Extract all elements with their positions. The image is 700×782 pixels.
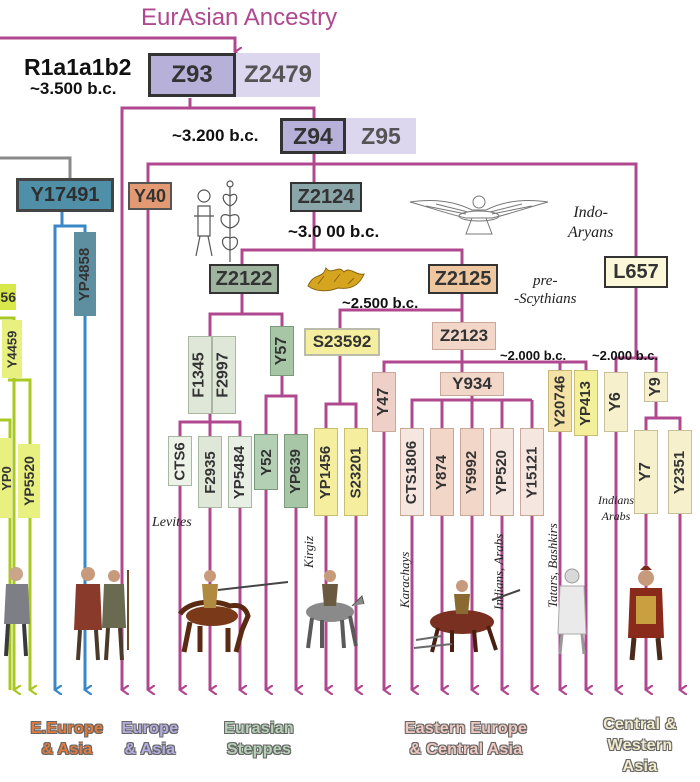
node-yp520-label: YP520 <box>493 449 511 495</box>
label-indo-aryans: Indo- Aryans <box>568 204 614 241</box>
region-eurasian-steppes: Eurasian Steppes <box>224 720 294 758</box>
node-y47-label: Y47 <box>375 387 392 417</box>
node-f2935: F2935 <box>198 436 222 508</box>
node-y874-label: Y874 <box>433 454 451 490</box>
node-y5992-label: Y5992 <box>463 450 481 494</box>
node-yp413: YP413 <box>574 370 598 436</box>
node-yp413-label: YP413 <box>577 380 595 426</box>
label-pre-scythians: pre- -Scythians <box>514 273 577 307</box>
node-z94: Z94 <box>280 118 346 154</box>
node-left-y4459: Y4459 <box>2 320 22 378</box>
node-y20746: Y20746 <box>548 370 572 432</box>
warrior-illustration-central-asia <box>628 566 664 661</box>
node-cts6: CTS6 <box>168 436 192 486</box>
node-y15121-label: Y15121 <box>523 446 541 498</box>
node-f1345: F1345 <box>188 336 212 414</box>
label-levites: Levites <box>152 515 192 530</box>
node-yp639: YP639 <box>284 434 308 508</box>
warriors-illustration-europe <box>74 567 129 661</box>
warriors-illustration-left <box>4 567 30 657</box>
node-f2935-label: F2935 <box>201 450 219 494</box>
node-z2124: Z2124 <box>290 182 362 212</box>
region-e-europe-asia: E.Europe & Asia <box>30 720 104 758</box>
figure-illustration-tatars <box>557 568 587 655</box>
label-karachays: Karachays <box>397 551 412 608</box>
node-yp5484-label: YP5484 <box>231 445 249 499</box>
node-f2997: F2997 <box>212 336 236 414</box>
golden-artifact-illustration <box>307 266 365 292</box>
battle-illustration-karachays <box>413 580 521 653</box>
node-y47: Y47 <box>372 372 396 432</box>
node-y874: Y874 <box>430 428 454 516</box>
faravahar-illustration <box>409 195 549 235</box>
node-y5992: Y5992 <box>460 428 484 516</box>
node-y7-label: Y7 <box>636 462 654 482</box>
node-s23201-label: S23201 <box>347 446 365 498</box>
node-y7: Y7 <box>634 430 658 514</box>
tree-of-life-illustration <box>194 180 240 262</box>
l657-date: ~2.000 b.c. <box>592 348 659 363</box>
node-left-ypart: YP0 <box>0 438 14 518</box>
horseman-illustration-kirgiz <box>306 570 365 649</box>
horseman-illustration-levites <box>177 570 289 653</box>
node-z93: Z93 <box>148 53 236 97</box>
node-y9: Y9 <box>644 372 668 402</box>
node-left-56: 56 <box>0 284 16 310</box>
node-y17491: Y17491 <box>16 178 114 212</box>
node-l657: L657 <box>604 256 668 288</box>
node-yp5484: YP5484 <box>228 436 252 508</box>
region-europe-asia: Europe & Asia <box>121 720 179 758</box>
node-f2997-label: F2997 <box>215 352 232 398</box>
root-haplogroup-label: R1a1a1b2 <box>24 54 132 80</box>
region-eastern-europe-central-asia: Eastern Europe & Central Asia <box>404 720 528 758</box>
node-y2351-label: Y2351 <box>671 450 689 494</box>
node-z2123: Z2123 <box>432 322 496 350</box>
node-left-yp5520-label: YP5520 <box>21 456 38 506</box>
node-yp4858-label: YP4858 <box>76 247 94 301</box>
root-date: ~3.500 b.c. <box>30 79 117 98</box>
node-y2351: Y2351 <box>668 430 692 514</box>
node-yp520: YP520 <box>490 428 514 516</box>
node-yp1456: YP1456 <box>314 428 338 516</box>
diagram-title: EurAsian Ancestry <box>141 4 338 31</box>
label-kirgiz: Kirgiz <box>301 535 316 568</box>
node-y52-label: Y52 <box>257 448 275 476</box>
node-y9-label: Y9 <box>646 377 664 397</box>
z2125-date: ~2.500 b.c. <box>342 295 419 312</box>
node-y15121: Y15121 <box>520 428 544 516</box>
node-y57-label: Y57 <box>273 336 290 366</box>
node-z2122: Z2122 <box>209 264 279 294</box>
node-left-yp5520: YP5520 <box>18 444 40 518</box>
node-cts1806: CTS1806 <box>400 428 424 516</box>
z2124-date: ~3.0 00 b.c. <box>288 222 380 241</box>
node-yp4858: YP4858 <box>74 232 96 316</box>
node-s23201: S23201 <box>344 428 368 516</box>
node-y20746-label: Y20746 <box>551 375 569 427</box>
node-y52: Y52 <box>254 434 278 490</box>
node-cts6-label: CTS6 <box>171 441 189 481</box>
label-indians-arabs-right: Indians Arabs <box>598 493 634 523</box>
node-s23592: S23592 <box>304 328 380 356</box>
node-y6: Y6 <box>604 372 628 432</box>
node-y57: Y57 <box>270 326 294 376</box>
node-y40: Y40 <box>128 182 172 210</box>
node-z2479: Z2479 <box>236 53 320 97</box>
region-central-western-asia: Central & Western Asia <box>603 716 677 775</box>
node-left-ypart-label: YP0 <box>0 465 14 491</box>
node-y6-label: Y6 <box>606 392 624 412</box>
z2123-date: ~2.000 b.c. <box>500 348 567 363</box>
node-f1345-label: F1345 <box>191 352 208 398</box>
node-z95: Z95 <box>346 118 416 154</box>
node-yp639-label: YP639 <box>287 448 305 494</box>
z94-date: ~3.200 b.c. <box>172 126 259 145</box>
node-cts1806-label: CTS1806 <box>403 440 421 504</box>
node-left-y4459-label: Y4459 <box>4 330 20 368</box>
node-yp1456-label: YP1456 <box>317 445 335 499</box>
node-y934: Y934 <box>440 372 504 396</box>
node-z2125: Z2125 <box>428 264 498 294</box>
